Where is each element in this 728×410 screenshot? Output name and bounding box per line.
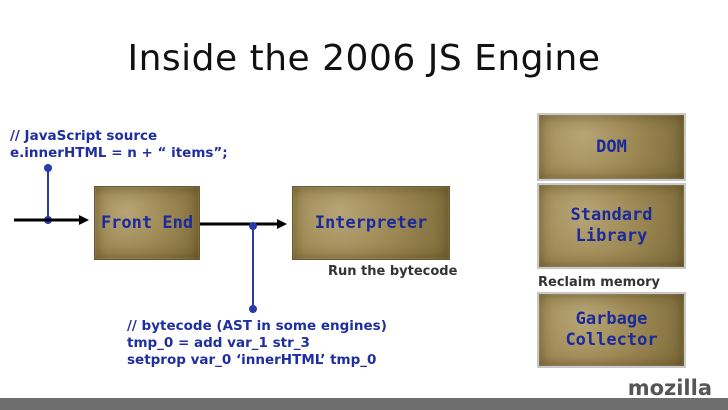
source-statement: e.innerHTML = n + “ items”; [10,145,228,161]
garbage-collector-box: Garbage Collector [537,292,686,368]
front-end-label: Front End [100,212,194,233]
interpreter-label: Interpreter [314,212,428,233]
bytecode-comment: // bytecode (AST in some engines) [127,318,387,334]
mozilla-logo: mozilla [627,376,712,400]
reclaim-memory-note: Reclaim memory [538,275,661,290]
bytecode-line-setprop: setprop var_0 ‘innerHTML’ tmp_0 [127,352,377,368]
dom-label: DOM [596,136,627,157]
standard-library-box: Standard Library [537,183,686,269]
interpreter-box: Interpreter [292,186,450,260]
source-code-block: // JavaScript source e.innerHTML = n + “… [10,128,228,162]
bytecode-line-add: tmp_0 = add var_1 str_3 [127,335,310,351]
bytecode-block: // bytecode (AST in some engines) tmp_0 … [127,318,387,369]
garbage-collector-label: Garbage Collector [565,309,658,350]
bytecode-connector-dot-bottom [249,305,257,313]
bytecode-connector-dot-top [249,222,257,230]
source-comment: // JavaScript source [10,128,158,144]
dom-box: DOM [537,113,686,181]
bottom-bar [0,398,728,410]
front-end-box: Front End [94,186,200,260]
slide-title: Inside the 2006 JS Engine [127,38,601,79]
source-connector-dot-top [44,164,52,172]
run-bytecode-note: Run the bytecode [328,264,458,279]
standard-library-label: Standard Library [570,205,653,246]
